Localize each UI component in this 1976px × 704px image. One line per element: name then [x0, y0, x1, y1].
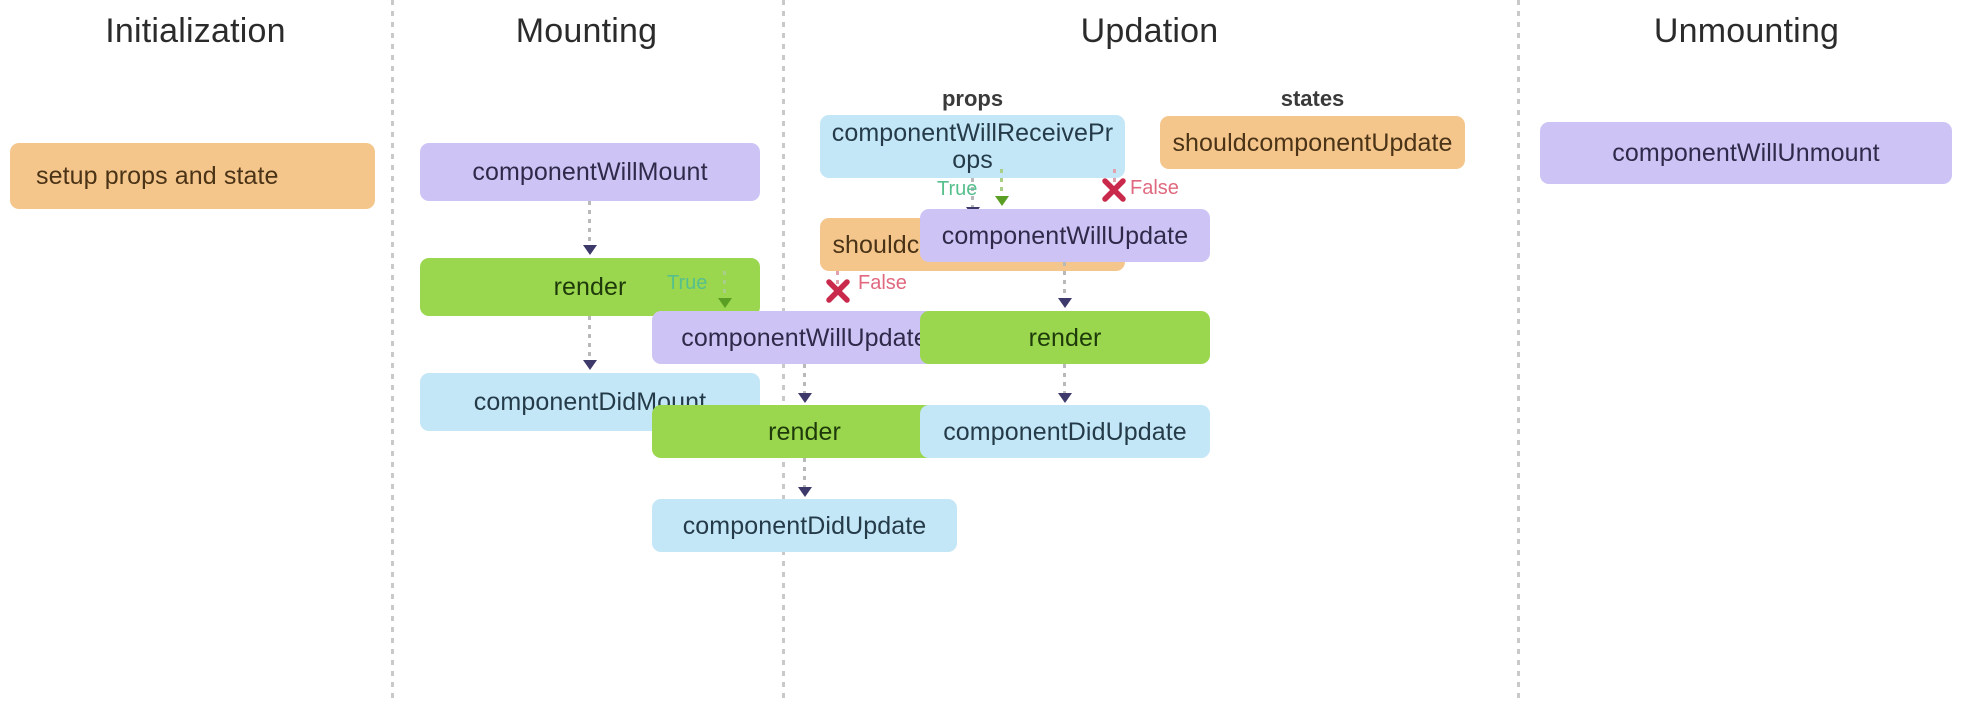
column-title-unmounting: Unmounting [1653, 12, 1840, 50]
arrowhead-mounting-1 [583, 245, 597, 255]
column-title-mounting: Mounting [515, 12, 658, 50]
node-component-will-unmount[interactable]: componentWillUnmount [1540, 122, 1952, 184]
arrowhead-states-2 [1058, 393, 1072, 403]
connector-states-false [1113, 169, 1116, 183]
connector-states-1 [1063, 262, 1066, 303]
connector-props-false [836, 271, 839, 287]
arrowhead-props-true [718, 298, 732, 308]
column-title-initialization: Initialization [105, 12, 286, 50]
node-states-component-did-update[interactable]: componentDidUpdate [920, 405, 1210, 458]
node-states-component-will-update[interactable]: componentWillUpdate [920, 209, 1210, 262]
arrowhead-states-true [995, 196, 1009, 206]
subcolumn-title-props: props [941, 86, 1004, 111]
branch-label-states-true: True [937, 178, 978, 200]
node-props-component-will-update[interactable]: componentWillUpdate [652, 311, 957, 364]
connector-mounting-1 [588, 201, 591, 250]
x-mark-icon-states [1102, 178, 1126, 202]
column-divider-1 [391, 0, 394, 704]
branch-label-props-true: True [667, 272, 708, 294]
subcolumn-title-states: states [1280, 86, 1345, 111]
connector-states-2 [1063, 364, 1066, 398]
arrowhead-states-1 [1058, 298, 1072, 308]
node-props-component-did-update[interactable]: componentDidUpdate [652, 499, 957, 552]
connector-states-true [1000, 169, 1003, 200]
column-divider-3 [1517, 0, 1520, 704]
connector-mounting-2 [588, 316, 591, 365]
connector-props-3 [803, 458, 806, 492]
node-props-render[interactable]: render [652, 405, 957, 458]
arrowhead-mounting-2 [583, 360, 597, 370]
connector-props-2 [803, 364, 806, 398]
node-component-will-mount[interactable]: componentWillMount [420, 143, 760, 201]
arrowhead-props-3 [798, 487, 812, 497]
node-setup-props-and-state[interactable]: setup props and state [10, 143, 375, 209]
branch-label-props-false: False [858, 272, 907, 294]
column-title-updation: Updation [1080, 12, 1219, 50]
x-mark-icon-props [826, 279, 850, 303]
node-mounting-render[interactable]: render [420, 258, 760, 316]
arrowhead-props-2 [798, 393, 812, 403]
node-states-render[interactable]: render [920, 311, 1210, 364]
branch-label-states-false: False [1130, 177, 1179, 199]
node-states-should-component-update[interactable]: shouldcomponentUpdate [1160, 116, 1465, 169]
node-component-will-receive-props[interactable]: componentWillReceivePr ops [820, 115, 1125, 178]
connector-props-true [723, 271, 726, 302]
connector-props-1 [971, 178, 974, 212]
